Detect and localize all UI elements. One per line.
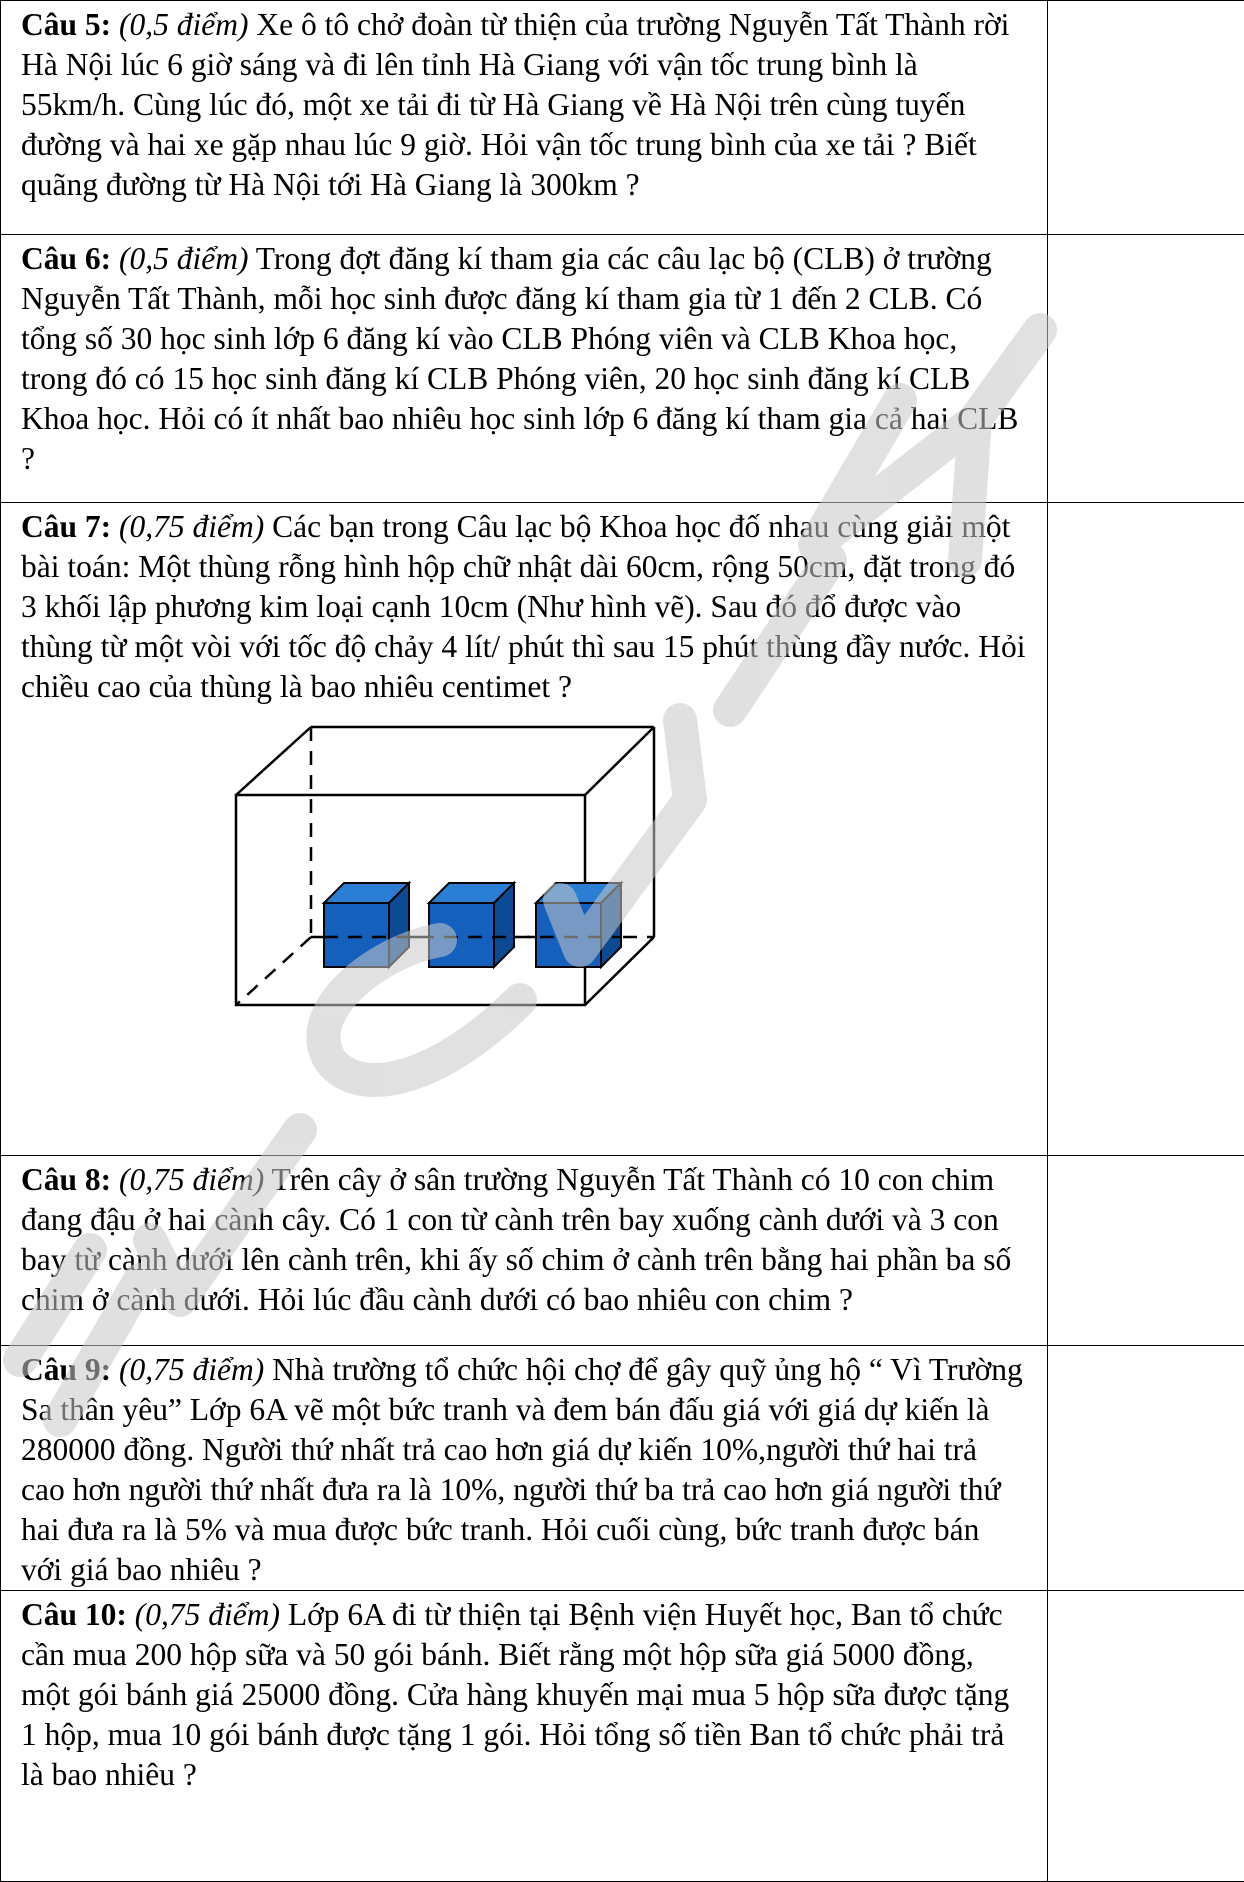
question-label: Câu 10:	[21, 1597, 127, 1632]
question-points: (0,75 điểm)	[119, 1162, 264, 1197]
box-hidden-edge	[236, 937, 311, 1005]
question-body: Trong đợt đăng kí tham gia các câu lạc b…	[21, 241, 1018, 476]
question-row: Câu 6: (0,5 điểm) Trong đợt đăng kí tham…	[1, 235, 1244, 503]
question-points: (0,5 điểm)	[119, 241, 248, 276]
box-front-face	[236, 795, 585, 1005]
question-5: Câu 5: (0,5 điểm) Xe ô tô chở đoàn từ th…	[1, 1, 1047, 205]
box-edge	[585, 727, 654, 795]
answer-cell	[1048, 235, 1244, 503]
question-points: (0,75 điểm)	[119, 1352, 264, 1387]
question-cell: Câu 9: (0,75 điểm) Nhà trường tổ chức hộ…	[1, 1346, 1048, 1591]
cube-front-face	[324, 903, 389, 967]
question-points: (0,5 điểm)	[119, 7, 248, 42]
question-label: Câu 6:	[21, 241, 111, 276]
box-edge	[236, 727, 311, 795]
cube-front-face	[429, 903, 494, 967]
answer-cell	[1048, 503, 1244, 1156]
metal-cube	[429, 883, 514, 967]
question-body: Nhà trường tổ chức hội chợ để gây quỹ ủn…	[21, 1352, 1023, 1587]
question-points: (0,75 điểm)	[119, 509, 264, 544]
question-row: Câu 8: (0,75 điểm) Trên cây ở sân trường…	[1, 1156, 1244, 1346]
question-points: (0,75 điểm)	[135, 1597, 280, 1632]
question-8: Câu 8: (0,75 điểm) Trên cây ở sân trường…	[1, 1156, 1047, 1320]
question-cell: Câu 5: (0,5 điểm) Xe ô tô chở đoàn từ th…	[1, 1, 1048, 235]
cube-front-face	[536, 903, 601, 967]
question-cell: Câu 8: (0,75 điểm) Trên cây ở sân trường…	[1, 1156, 1048, 1346]
question-row: Câu 7: (0,75 điểm) Các bạn trong Câu lạc…	[1, 503, 1244, 1156]
answer-cell	[1048, 1591, 1244, 1882]
box-figure	[1, 707, 1047, 1122]
question-label: Câu 8:	[21, 1162, 111, 1197]
question-row: Câu 5: (0,5 điểm) Xe ô tô chở đoàn từ th…	[1, 1, 1244, 235]
question-row: Câu 9: (0,75 điểm) Nhà trường tổ chức hộ…	[1, 1346, 1244, 1591]
question-9: Câu 9: (0,75 điểm) Nhà trường tổ chức hộ…	[1, 1346, 1047, 1590]
question-label: Câu 9:	[21, 1352, 111, 1387]
answer-cell	[1048, 1346, 1244, 1591]
question-label: Câu 7:	[21, 509, 111, 544]
question-10: Câu 10: (0,75 điểm) Lớp 6A đi từ thiện t…	[1, 1591, 1047, 1795]
question-label: Câu 5:	[21, 7, 111, 42]
answer-cell	[1048, 1, 1244, 235]
answer-cell	[1048, 1156, 1244, 1346]
box-with-cubes-diagram	[1, 707, 1047, 1122]
question-cell: Câu 6: (0,5 điểm) Trong đợt đăng kí tham…	[1, 235, 1048, 503]
question-cell: Câu 10: (0,75 điểm) Lớp 6A đi từ thiện t…	[1, 1591, 1048, 1882]
question-row: Câu 10: (0,75 điểm) Lớp 6A đi từ thiện t…	[1, 1591, 1244, 1882]
metal-cube	[324, 883, 409, 967]
metal-cube	[536, 883, 621, 967]
question-cell: Câu 7: (0,75 điểm) Các bạn trong Câu lạc…	[1, 503, 1048, 1156]
question-7: Câu 7: (0,75 điểm) Các bạn trong Câu lạc…	[1, 503, 1047, 707]
question-6: Câu 6: (0,5 điểm) Trong đợt đăng kí tham…	[1, 235, 1047, 479]
